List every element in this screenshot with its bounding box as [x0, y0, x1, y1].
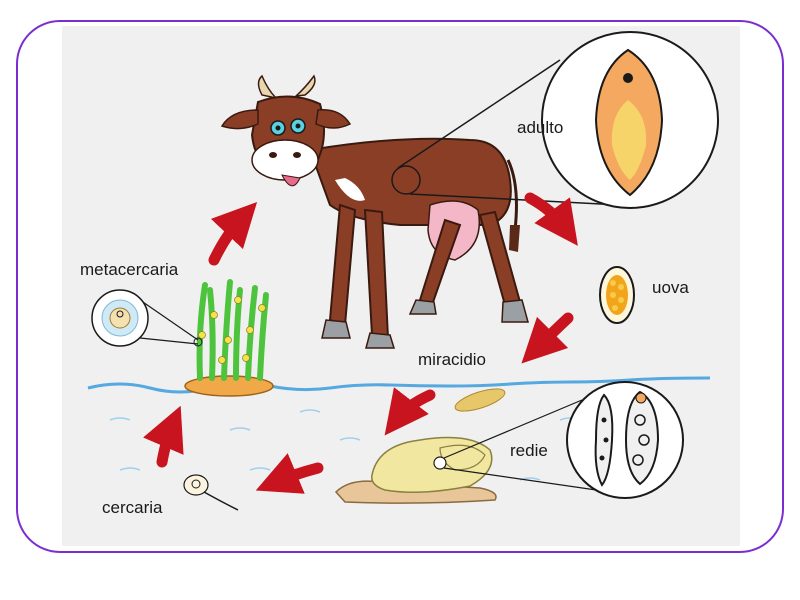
- egg-icon: [599, 266, 635, 324]
- label-redie: redie: [510, 441, 548, 460]
- metacercaria-magnifier: [91, 289, 203, 347]
- arrow-grass-to-cow: [208, 201, 258, 266]
- label-adulto: adulto: [517, 118, 564, 137]
- label-miracidio: miracidio: [418, 350, 487, 369]
- redia-icon: [594, 390, 660, 487]
- arrow-miracidium-to-snail: [384, 387, 436, 436]
- arrow-eggs-to-miracidium: [521, 312, 574, 364]
- arrow-snail-to-cercaria: [255, 453, 324, 494]
- redie-magnifier: [443, 381, 684, 499]
- cycle-arrows: [143, 192, 578, 494]
- adult-magnifier: [397, 31, 719, 209]
- miracidium-icon: [454, 388, 506, 412]
- label-metacercaria: metacercaria: [80, 260, 179, 279]
- slide-frame: [16, 20, 784, 553]
- label-uova: uova: [652, 278, 689, 297]
- cercaria-icon: [183, 474, 239, 511]
- arrow-adult-to-eggs: [524, 192, 578, 246]
- arrow-cercaria-to-grass: [143, 405, 184, 468]
- snail-icon: [334, 436, 497, 504]
- fluke-icon: [594, 48, 664, 197]
- cow-icon: [220, 74, 529, 349]
- grass-icon: [184, 279, 274, 397]
- label-cercaria: cercaria: [102, 498, 163, 517]
